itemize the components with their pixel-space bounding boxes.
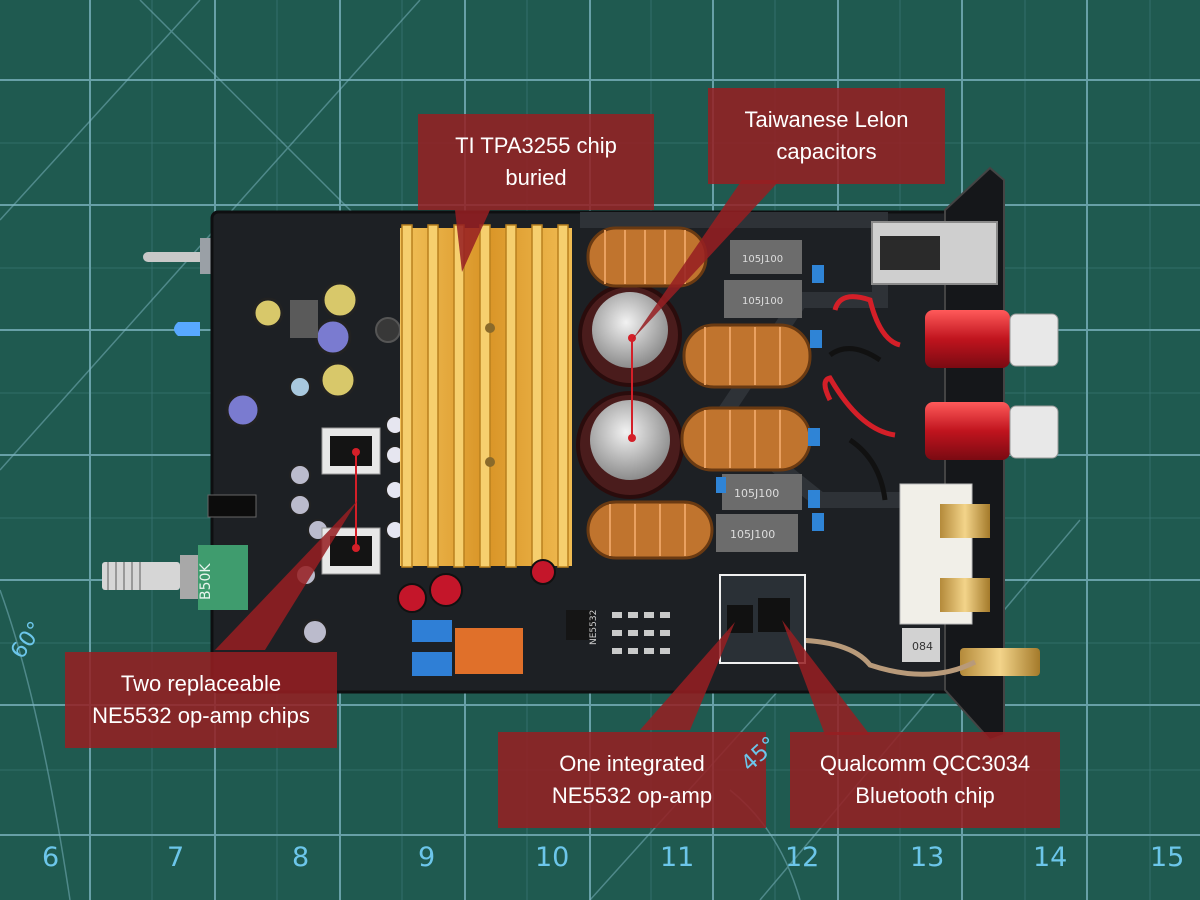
blue-cap-1 <box>412 620 452 642</box>
opamp-chip-bottom <box>330 536 372 566</box>
smd-resistor-array <box>612 612 670 654</box>
small-resistor-box <box>902 628 940 662</box>
antenna-connector <box>960 648 1040 676</box>
inductor-windings <box>604 230 781 556</box>
ne5532-smd-chip <box>566 610 594 640</box>
callout-pointer-tpa <box>455 210 490 272</box>
ruler-number-10: 10 <box>535 842 570 873</box>
binding-post-top-cap <box>1009 313 1059 367</box>
ruler-number-6: 6 <box>42 842 60 873</box>
opamp-chip-top <box>330 436 372 466</box>
red-capacitors <box>397 559 556 613</box>
ne5532-silk: NE5532 <box>589 610 599 645</box>
callout-lelon-capacitors: Taiwanese Lelon capacitors <box>708 88 945 184</box>
black-wire-bottom <box>848 437 888 501</box>
red-wire-top <box>832 294 901 348</box>
blue-trim-caps <box>716 265 824 531</box>
orange-relay <box>455 628 523 674</box>
ruler-number-11: 11 <box>660 842 695 873</box>
pot-module <box>198 545 248 610</box>
usb-port-inner <box>880 236 940 270</box>
callout-pointer-lelon <box>632 180 780 340</box>
film-cap-2-label: 105J100 <box>742 296 783 307</box>
film-cap-1 <box>730 240 802 274</box>
callout-tpa3255: TI TPA3255 chip buried <box>418 114 654 210</box>
small-resistor-label: 084 <box>912 640 933 653</box>
heatsink-screw-top <box>485 323 495 333</box>
film-cap-3-label: 105J100 <box>734 487 779 500</box>
callout-pointer-ne5532-pair <box>215 500 358 650</box>
binding-post-bottom <box>925 402 1010 460</box>
film-cap-3 <box>722 474 802 510</box>
inductors <box>586 226 812 560</box>
ruler-number-7: 7 <box>167 842 185 873</box>
opamp-marker-dot-bottom <box>352 544 360 552</box>
toggle-switch-lever <box>143 252 211 262</box>
pin-header <box>207 494 257 518</box>
heatsink-fins <box>401 224 569 568</box>
knob-knurl <box>107 562 141 590</box>
black-wire-top <box>828 346 882 363</box>
red-wire-bottom <box>822 375 896 438</box>
callout-ne5532-pair: Two replaceable NE5532 op-amp chips <box>65 652 337 748</box>
binding-post-bottom-cap <box>1009 405 1059 459</box>
blue-led <box>174 322 200 336</box>
callout-qcc3034: Qualcomm QCC3034 Bluetooth chip <box>790 732 1060 828</box>
callout-ne5532-integrated: One integrated NE5532 op-amp <box>498 732 766 828</box>
film-cap-4-label: 105J100 <box>730 528 775 541</box>
ruler-number-9: 9 <box>418 842 436 873</box>
ruler-number-15: 15 <box>1150 842 1185 873</box>
blue-cap-2 <box>412 652 452 676</box>
callout-pointer-qcc <box>782 620 870 735</box>
film-cap-4 <box>716 514 798 552</box>
binding-post-top <box>925 310 1010 368</box>
opamp-marker-dot-top <box>352 448 360 456</box>
lelon-marker-dot-bottom <box>628 434 636 442</box>
heatsink-screw-bottom <box>485 457 495 467</box>
callout-pointer-ne5532-single <box>640 622 735 730</box>
ruler-number-12: 12 <box>785 842 820 873</box>
film-cap-2 <box>724 280 802 318</box>
ruler-number-14: 14 <box>1033 842 1068 873</box>
film-cap-1-label: 105J100 <box>742 254 783 265</box>
voltage-regulator <box>290 300 318 338</box>
lelon-capacitor-top-face <box>592 292 668 368</box>
rca-jack-gold-bottom <box>940 578 990 612</box>
ruler-number-13: 13 <box>910 842 945 873</box>
rca-jack-gold-top <box>940 504 990 538</box>
antenna-cable <box>789 637 977 677</box>
lelon-marker-dot-top <box>628 334 636 342</box>
pot-label: B50K <box>198 563 214 600</box>
ruler-number-8: 8 <box>292 842 310 873</box>
